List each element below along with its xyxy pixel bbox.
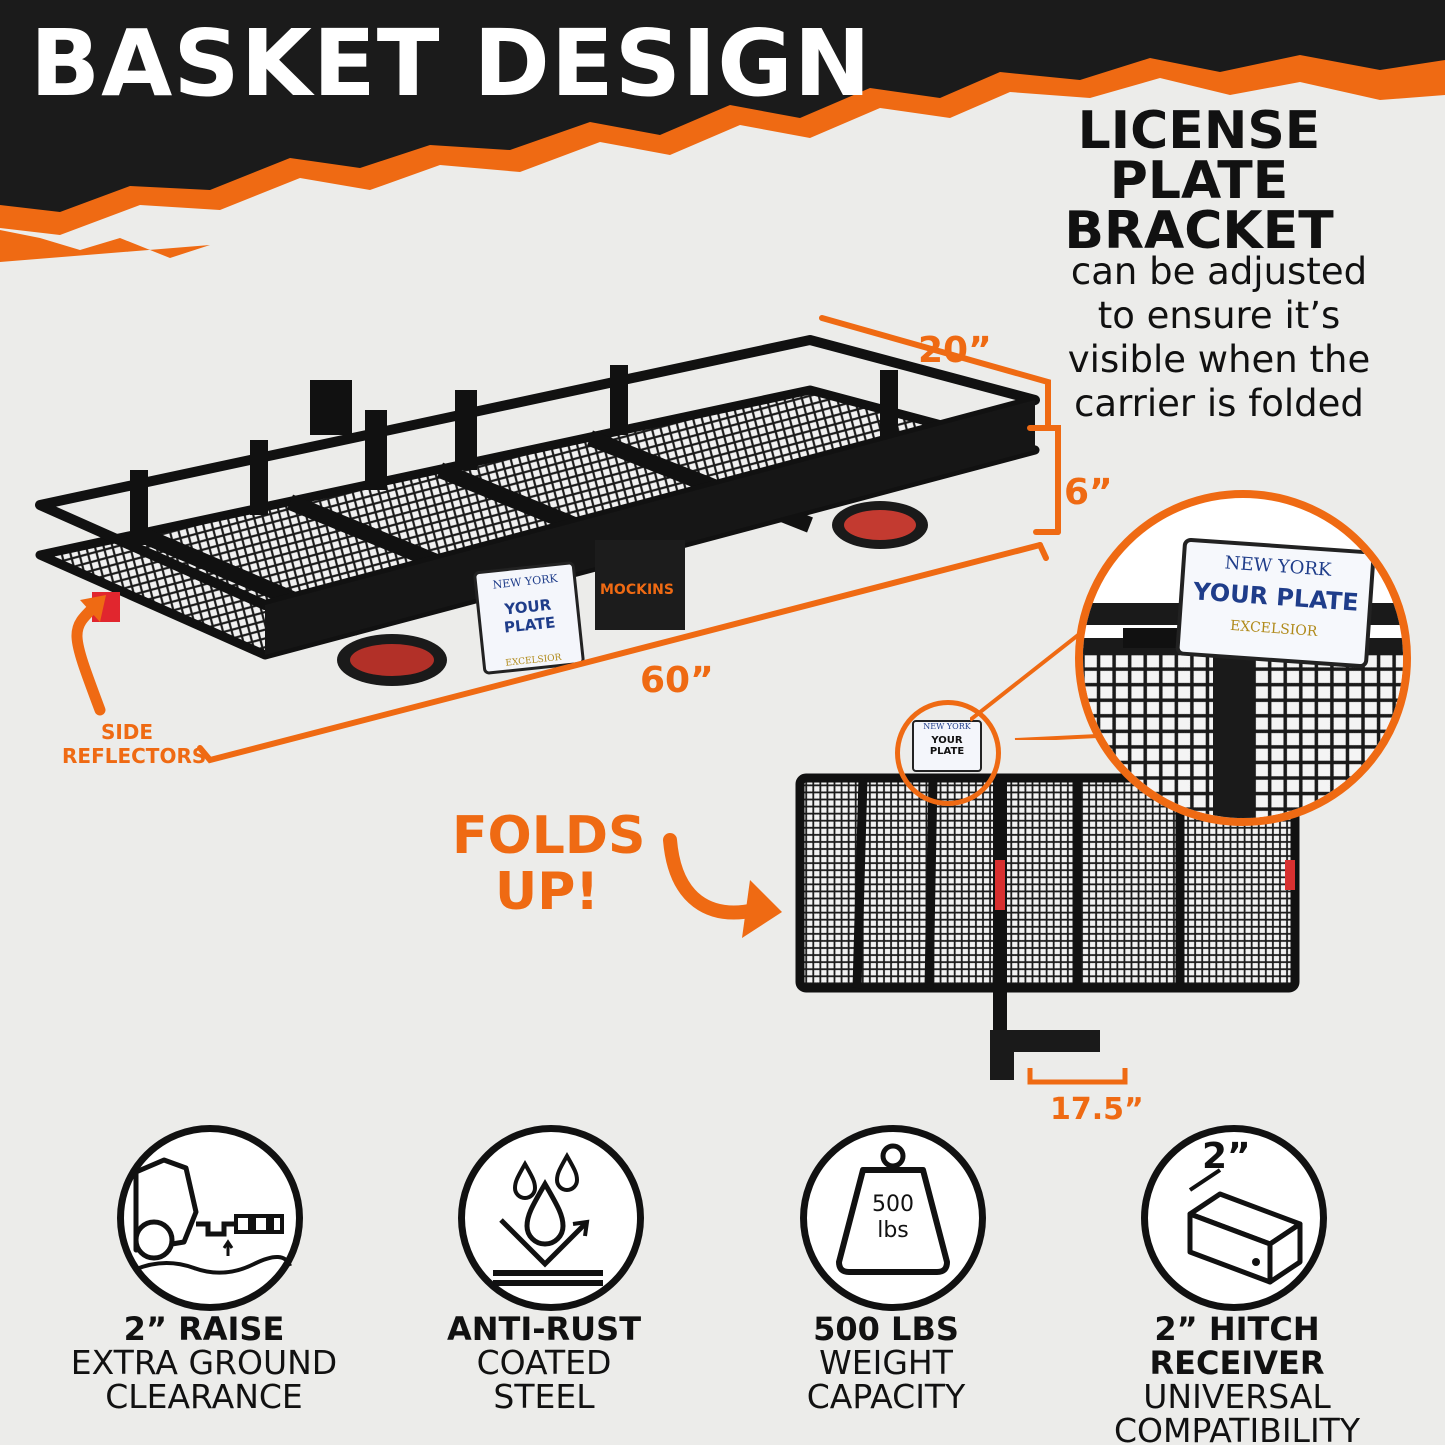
feature-anti-rust-line: COATED	[476, 1343, 612, 1382]
weight-icon-label-line: 500	[872, 1192, 914, 1217]
width-dimension: 20”	[918, 330, 992, 371]
weight-icon	[836, 1143, 950, 1275]
feature-weight-circle: 500 lbs	[800, 1125, 986, 1311]
side-reflectors-line: REFLECTORS	[62, 744, 207, 768]
feature-anti-rust-text: ANTI-RUST COATED STEEL	[384, 1312, 704, 1414]
license-plate-description: can be adjusted to ensure it’s visible w…	[1039, 250, 1399, 426]
folded-depth-dimension: 17.5”	[1050, 1092, 1144, 1127]
water-drops-icon	[493, 1151, 603, 1286]
feature-anti-rust-title: ANTI-RUST	[446, 1310, 642, 1348]
body-line: visible when the	[1067, 338, 1371, 381]
zoom-license-plate: NEW YORK YOUR PLATE EXCELSIOR	[1175, 537, 1376, 669]
heading-line: BRACKET	[1064, 201, 1334, 261]
body-line: carrier is folded	[1074, 382, 1364, 425]
feature-anti-rust-line: STEEL	[493, 1377, 595, 1416]
weight-icon-label-line: lbs	[877, 1218, 909, 1243]
feature-raise-line: EXTRA GROUND	[70, 1343, 338, 1382]
hitch-icon-label: 2”	[1202, 1136, 1251, 1177]
zoom-plate-motto: EXCELSIOR	[1229, 617, 1318, 640]
reflector-arrow	[71, 599, 106, 716]
feature-hitch-title: 2” HITCH RECEIVER	[1149, 1310, 1325, 1382]
dimension-lines	[71, 315, 1061, 764]
square-tube-icon	[1187, 1168, 1303, 1285]
heading-line: LICENSE	[1077, 101, 1321, 161]
feature-raise-text: 2” RAISE EXTRA GROUND CLEARANCE	[44, 1312, 364, 1414]
feature-weight-line: CAPACITY	[806, 1377, 966, 1416]
weight-icon-label: 500 lbs	[807, 1192, 979, 1244]
feature-hitch-line: UNIVERSAL	[1143, 1377, 1331, 1416]
page-title: BASKET DESIGN	[30, 10, 872, 117]
feature-weight-text: 500 LBS WEIGHT CAPACITY	[726, 1312, 1046, 1414]
heading-line: PLATE	[1109, 151, 1289, 211]
folds-up-line: FOLDS	[452, 806, 646, 866]
folds-up-line: UP!	[494, 862, 600, 922]
side-reflectors-label: SIDE REFLECTORS	[62, 720, 207, 768]
license-plate-heading: LICENSE PLATE BRACKET	[1049, 101, 1349, 261]
feature-weight-title: 500 LBS	[813, 1310, 959, 1348]
length-dimension: 60”	[640, 660, 714, 701]
feature-hitch-text: 2” HITCH RECEIVER UNIVERSAL COMPATIBILIT…	[1067, 1312, 1407, 1445]
feature-weight-line: WEIGHT	[819, 1343, 953, 1382]
brand-mark: MOCKINS	[600, 582, 674, 598]
raised-hitch-icon	[133, 1157, 292, 1275]
small-zoom-circle	[895, 700, 1001, 806]
feature-hitch-circle: 2”	[1141, 1125, 1327, 1311]
feature-raise-line: CLEARANCE	[105, 1377, 303, 1416]
height-dimension: 6”	[1064, 472, 1113, 513]
zoom-plate-text: YOUR PLATE	[1192, 577, 1360, 617]
feature-raise-circle	[117, 1125, 303, 1311]
feature-anti-rust-circle	[458, 1125, 644, 1311]
body-line: to ensure it’s	[1097, 294, 1341, 337]
feature-raise-title: 2” RAISE	[123, 1310, 285, 1348]
plate-bracket-zoom-circle: NEW YORK YOUR PLATE EXCELSIOR	[1075, 490, 1411, 826]
cargo-basket-illustration	[35, 335, 1040, 686]
feature-hitch-line: COMPATIBILITY	[1114, 1411, 1360, 1445]
body-line: can be adjusted	[1070, 250, 1368, 293]
folds-up-label: FOLDS UP!	[452, 806, 646, 922]
side-reflectors-line: SIDE	[100, 720, 154, 744]
folds-arrow	[663, 833, 782, 938]
header-banner	[0, 0, 1445, 262]
